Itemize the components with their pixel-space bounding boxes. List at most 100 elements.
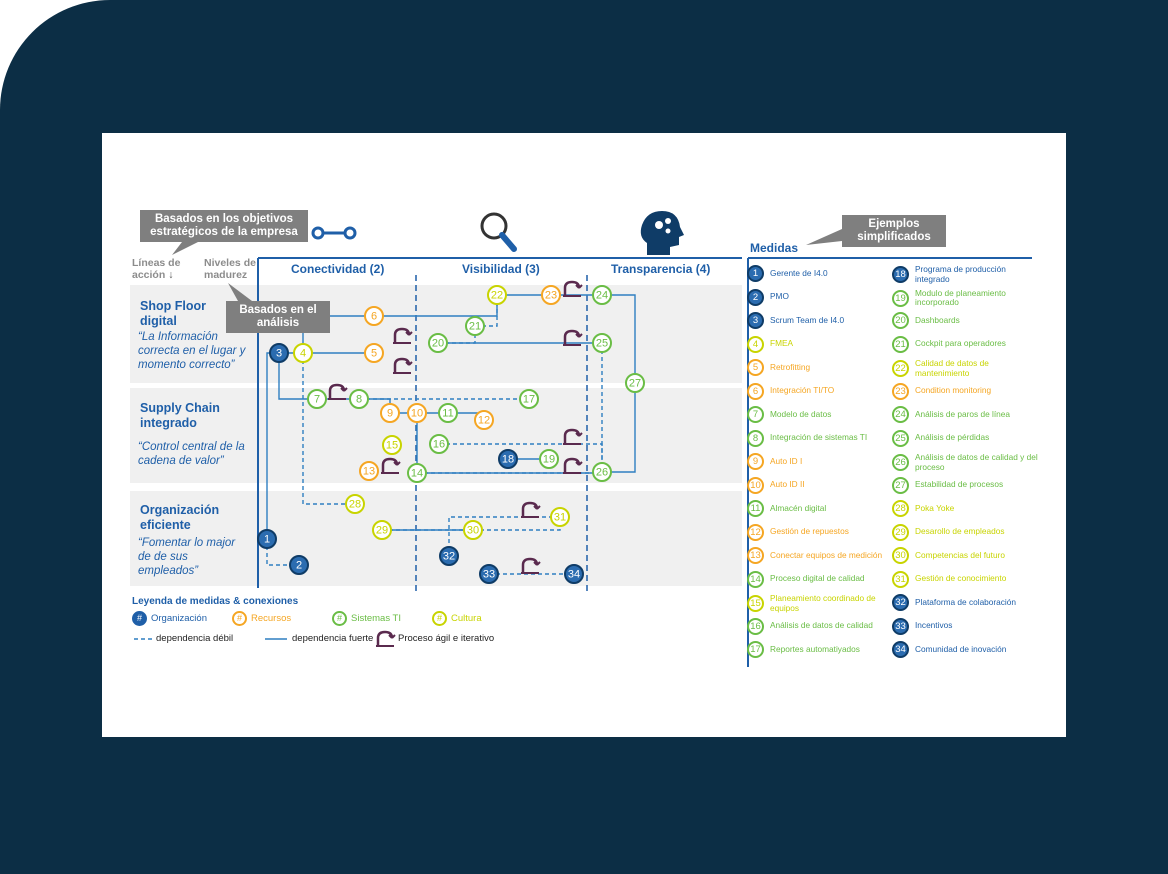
measure-node-27: 27 bbox=[625, 373, 645, 393]
svg-text:18: 18 bbox=[502, 454, 514, 466]
svg-text:13: 13 bbox=[363, 466, 375, 478]
agile-process-icon bbox=[393, 357, 413, 374]
measure-node-15: 15 bbox=[382, 435, 402, 455]
measure-label: Retrofitting bbox=[770, 361, 811, 372]
svg-text:10: 10 bbox=[411, 408, 423, 420]
arrow-down-icon: ↓ bbox=[168, 269, 174, 281]
measure-item: 32 Plataforma de colaboración bbox=[892, 594, 1040, 611]
measure-label: Gestión de conocimiento bbox=[915, 573, 1007, 584]
measure-node-21: 21 bbox=[465, 316, 485, 336]
measure-node-29: 29 bbox=[372, 520, 392, 540]
svg-text:19: 19 bbox=[543, 454, 555, 466]
lineas-label: Líneas de acción ↓ bbox=[132, 257, 181, 281]
measure-item: 14 Proceso digital de calidad bbox=[747, 570, 895, 588]
measure-label: Desarollo de empleados bbox=[915, 526, 1005, 537]
measure-label: Calidad de datos de mantenimiento bbox=[915, 358, 989, 378]
measure-label: Gestión de repuestos bbox=[770, 526, 849, 537]
svg-text:11: 11 bbox=[442, 408, 453, 420]
measure-badge: 12 bbox=[747, 523, 764, 541]
measure-badge: 9 bbox=[747, 453, 764, 470]
measure-node-28: 28 bbox=[345, 494, 365, 514]
measure-badge: 1 bbox=[747, 265, 764, 282]
measure-node-22: 22 bbox=[487, 285, 507, 305]
measure-badge: 4 bbox=[747, 335, 764, 353]
svg-text:22: 22 bbox=[491, 290, 503, 302]
legend-organizacion: #Organización bbox=[132, 611, 207, 626]
measure-badge: 25 bbox=[892, 429, 909, 447]
measure-node-10: 10 bbox=[407, 403, 427, 423]
svg-text:5: 5 bbox=[371, 348, 377, 360]
legend-cultura: #Cultura bbox=[432, 611, 482, 626]
measure-badge: 14 bbox=[747, 570, 764, 588]
measure-node-32: 32 bbox=[439, 546, 459, 566]
measure-badge: 32 bbox=[892, 594, 909, 611]
measure-label: Poka Yoke bbox=[915, 502, 955, 513]
svg-text:20: 20 bbox=[432, 338, 444, 350]
measure-item: 27 Estabilidad de procesos bbox=[892, 476, 1040, 494]
svg-text:23: 23 bbox=[545, 290, 557, 302]
svg-text:28: 28 bbox=[349, 499, 361, 511]
svg-text:3: 3 bbox=[276, 348, 282, 360]
svg-text:8: 8 bbox=[356, 394, 362, 406]
svg-text:17: 17 bbox=[523, 394, 535, 406]
area-title-shop-floor: Shop Floor digital bbox=[140, 299, 206, 328]
measure-node-26: 26 bbox=[592, 462, 612, 482]
niveles-label: Niveles de madurez bbox=[204, 257, 256, 281]
svg-text:4: 4 bbox=[300, 348, 306, 360]
measure-node-5: 5 bbox=[364, 343, 384, 363]
measure-label: Plataforma de colaboración bbox=[915, 596, 1017, 607]
measure-label: Auto ID II bbox=[770, 479, 805, 490]
measure-node-2: 2 bbox=[289, 555, 309, 575]
measure-badge: 3 bbox=[747, 312, 764, 329]
measure-badge: 21 bbox=[892, 335, 909, 353]
svg-text:2: 2 bbox=[296, 560, 302, 572]
agile-process-icon bbox=[563, 280, 583, 297]
measure-badge: 7 bbox=[747, 406, 764, 423]
measures-title: Medidas bbox=[750, 241, 799, 255]
measure-node-25: 25 bbox=[592, 333, 612, 353]
measure-badge: 15 bbox=[747, 595, 764, 612]
measure-node-4: 4 bbox=[293, 343, 313, 363]
measure-node-3: 3 bbox=[269, 343, 289, 363]
svg-text:12: 12 bbox=[478, 415, 490, 427]
legend-agile: Proceso ágil e iterativo bbox=[398, 633, 495, 644]
agile-process-icon bbox=[563, 428, 583, 445]
measure-node-7: 7 bbox=[307, 389, 327, 409]
measure-badge: 8 bbox=[747, 429, 764, 447]
agile-process-icon bbox=[563, 329, 583, 346]
svg-text:7: 7 bbox=[314, 394, 320, 406]
measure-label: Comunidad de inovación bbox=[915, 643, 1007, 654]
area-title-supply-chain: Supply Chain integrado bbox=[140, 401, 220, 430]
measure-badge: 5 bbox=[747, 359, 764, 376]
measure-node-17: 17 bbox=[519, 389, 539, 409]
agile-process-icon bbox=[521, 557, 541, 574]
measure-label: Proceso digital de calidad bbox=[770, 573, 865, 584]
measure-badge: 17 bbox=[747, 641, 764, 658]
agile-process-icon bbox=[393, 327, 413, 344]
head-gears-icon bbox=[640, 211, 684, 255]
measure-badge: 27 bbox=[892, 476, 909, 494]
measure-label: Análisis de paros de línea bbox=[915, 408, 1011, 419]
svg-text:34: 34 bbox=[568, 569, 580, 581]
measure-badge: 26 bbox=[892, 454, 909, 471]
measure-label: Estabilidad de procesos bbox=[915, 479, 1004, 490]
svg-text:31: 31 bbox=[554, 512, 566, 524]
measure-badge: 19 bbox=[892, 289, 909, 307]
measure-label: Incentivos bbox=[915, 620, 953, 631]
measure-node-18: 18 bbox=[498, 449, 518, 469]
measure-badge: 28 bbox=[892, 500, 909, 517]
svg-text:29: 29 bbox=[376, 525, 388, 537]
svg-text:25: 25 bbox=[596, 338, 608, 350]
svg-text:6: 6 bbox=[371, 311, 377, 323]
